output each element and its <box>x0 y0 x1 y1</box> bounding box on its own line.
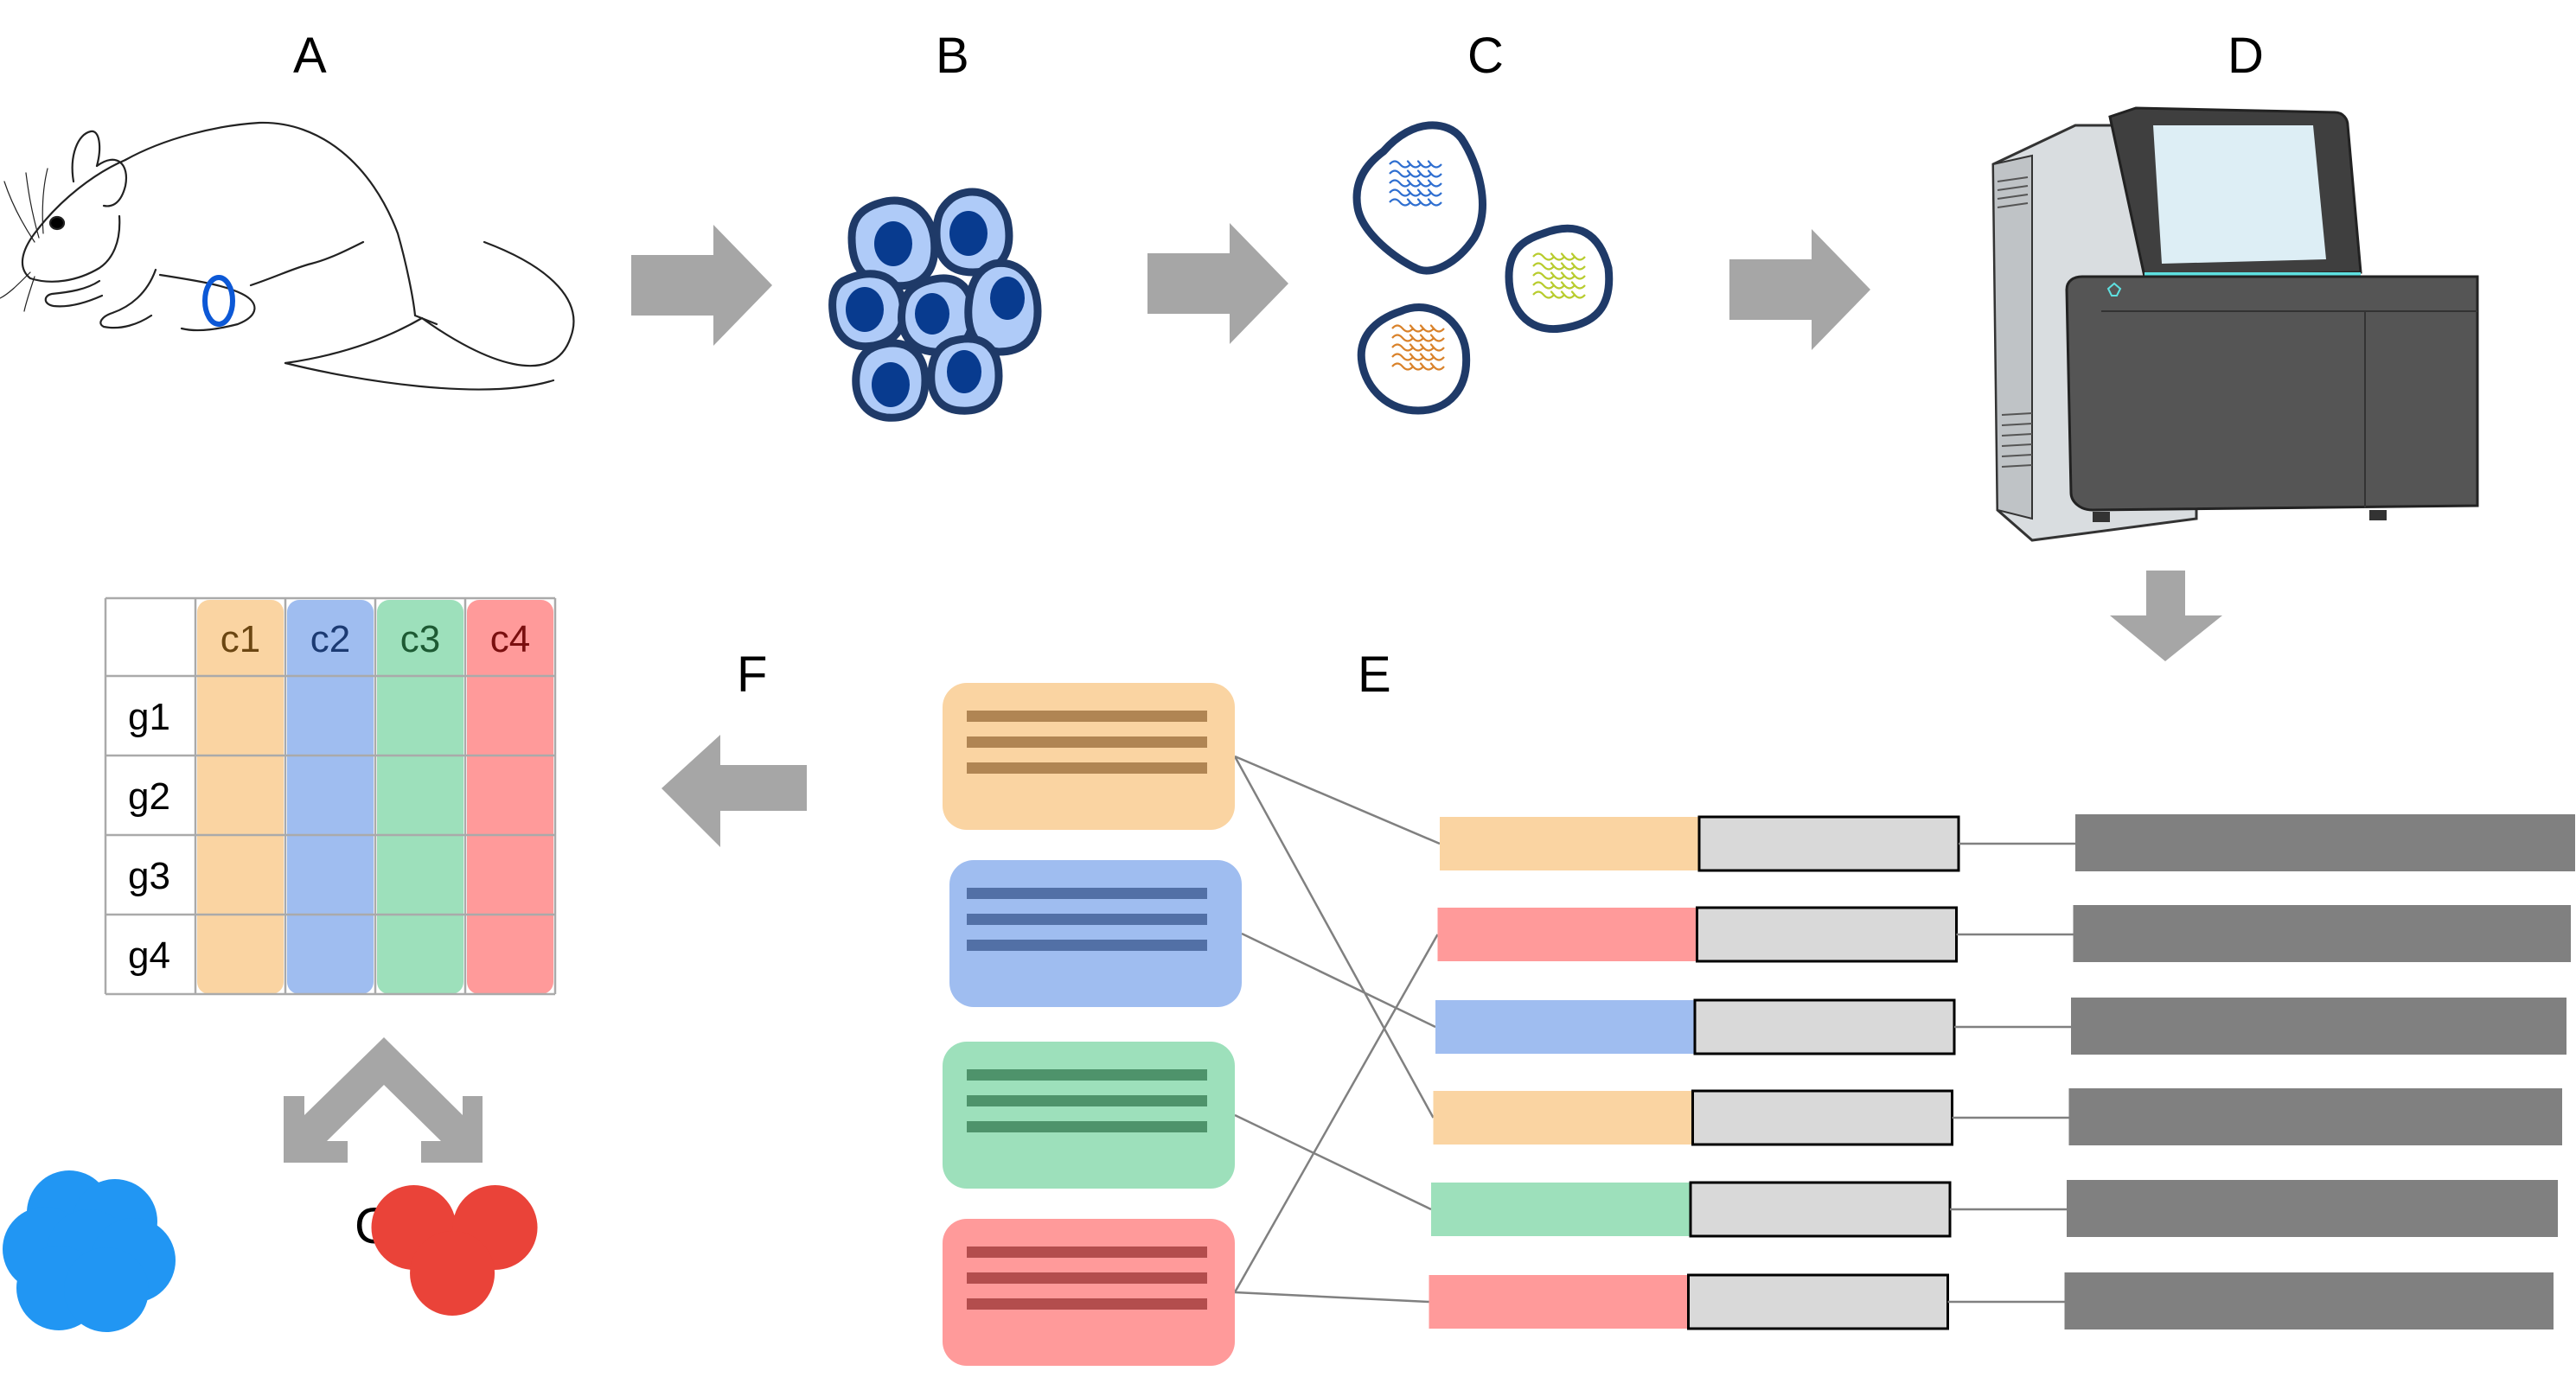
matrix-row-header: g4 <box>128 934 170 977</box>
barcode-assignment-link <box>1241 932 1436 1029</box>
matrix-column-c3 <box>377 600 463 994</box>
cell-group-box <box>943 1042 1235 1189</box>
matrix-column-c1 <box>197 600 284 994</box>
matrix-row-header: g2 <box>128 775 170 818</box>
barcode-assignment-link <box>1234 1113 1432 1211</box>
raw-read-bar <box>2068 1088 2562 1145</box>
arrow-b-to-c <box>1147 223 1288 344</box>
transcript-wave <box>1389 169 1442 178</box>
matrix-row-header: g3 <box>128 855 170 897</box>
barcode-assignment-link <box>1233 934 1439 1293</box>
read-insert <box>1693 998 1956 1055</box>
label-c: C <box>1467 28 1504 84</box>
cell-group-box <box>949 860 1242 1007</box>
label-e: E <box>1358 647 1391 703</box>
transcript-wave <box>1389 160 1442 169</box>
cell-group-read-line <box>967 762 1207 774</box>
barcode-assignment-link <box>1234 1291 1429 1304</box>
transcript-wave <box>1389 198 1442 207</box>
transcripts-blue <box>1389 160 1442 207</box>
raw-read-bar <box>2067 1180 2558 1237</box>
label-d: D <box>2228 28 2264 84</box>
read-insert <box>1691 1089 1953 1146</box>
label-a: A <box>293 28 327 84</box>
matrix-row-header: g1 <box>128 696 170 738</box>
transcript-wave <box>1389 188 1442 197</box>
transcript-wave <box>1391 362 1445 371</box>
mouse-illustration <box>0 121 575 391</box>
matrix-column-header: c3 <box>400 618 440 660</box>
cluster-red <box>371 1185 538 1316</box>
arrow-f-to-g-split <box>284 1037 483 1163</box>
transcript-wave <box>1532 252 1586 261</box>
cluster-cell-blue <box>64 1247 149 1332</box>
arrow-d-to-e <box>2110 571 2222 661</box>
cell-group-read-line <box>967 736 1207 748</box>
barcode-assignment-link <box>1233 756 1435 1119</box>
cell-group-box <box>943 1219 1235 1366</box>
cell-group-read-line <box>967 1272 1207 1284</box>
transcript-wave <box>1532 290 1586 299</box>
read-barcode <box>1431 1183 1691 1236</box>
read-insert <box>1696 906 1958 963</box>
arrow-c-to-d <box>1729 229 1870 350</box>
sequencer-illustration <box>1991 106 2479 542</box>
read-insert <box>1697 815 1960 872</box>
matrix-column-c2 <box>287 600 374 994</box>
raw-read-bar <box>2071 998 2566 1055</box>
read-barcode <box>1440 817 1699 870</box>
tissue-marker-ring <box>202 275 235 327</box>
read-barcode <box>1429 1275 1689 1329</box>
transcripts-orange <box>1391 324 1445 371</box>
read-barcode <box>1433 1091 1693 1145</box>
cell-group-read-line <box>967 1298 1207 1310</box>
transcript-wave <box>1391 334 1445 342</box>
raw-read-bar <box>2073 905 2571 962</box>
cell-group-read-line <box>967 1121 1207 1132</box>
barcode-assignment-link <box>1234 755 1441 845</box>
cell-group-read-line <box>967 1069 1207 1081</box>
cluster-cell-red <box>410 1231 495 1316</box>
cell-group-read-line <box>967 1095 1207 1106</box>
matrix-column-header: c2 <box>310 618 350 660</box>
read-barcode <box>1437 908 1697 961</box>
single-cells-illustration <box>1352 121 1614 415</box>
transcript-wave <box>1389 179 1442 188</box>
cluster-blue <box>3 1170 176 1332</box>
raw-read-bar <box>2064 1272 2554 1329</box>
label-f: F <box>737 647 768 703</box>
cell-cluster-illustration <box>828 188 1042 422</box>
cell-group-read-line <box>967 940 1207 951</box>
transcript-wave <box>1391 353 1445 361</box>
transcript-wave <box>1532 281 1586 290</box>
matrix-column-header: c1 <box>221 618 260 660</box>
transcript-wave <box>1532 271 1586 280</box>
cell-group-read-line <box>967 914 1207 925</box>
transcripts-green <box>1532 252 1586 299</box>
matrix-column-c4 <box>467 600 553 994</box>
transcript-wave <box>1391 324 1445 333</box>
count-matrix: c1 c2 c3 c4 g1 g2 g3 g4 <box>104 596 557 996</box>
matrix-column-header: c4 <box>490 618 530 660</box>
cell-group-box <box>943 683 1235 830</box>
label-b: B <box>936 28 969 84</box>
arrow-e-to-f <box>662 735 807 847</box>
read-barcode <box>1435 1000 1695 1054</box>
raw-read-bar <box>2075 814 2575 871</box>
cell-group-read-line <box>967 888 1207 899</box>
transcript-wave <box>1391 343 1445 352</box>
cell-group-read-line <box>967 1247 1207 1258</box>
transcript-wave <box>1532 262 1586 271</box>
arrow-a-to-b <box>631 225 772 346</box>
cell-clusters <box>3 1170 538 1332</box>
cell-group-read-line <box>967 711 1207 722</box>
read-insert <box>1687 1273 1949 1330</box>
read-insert <box>1689 1181 1952 1238</box>
